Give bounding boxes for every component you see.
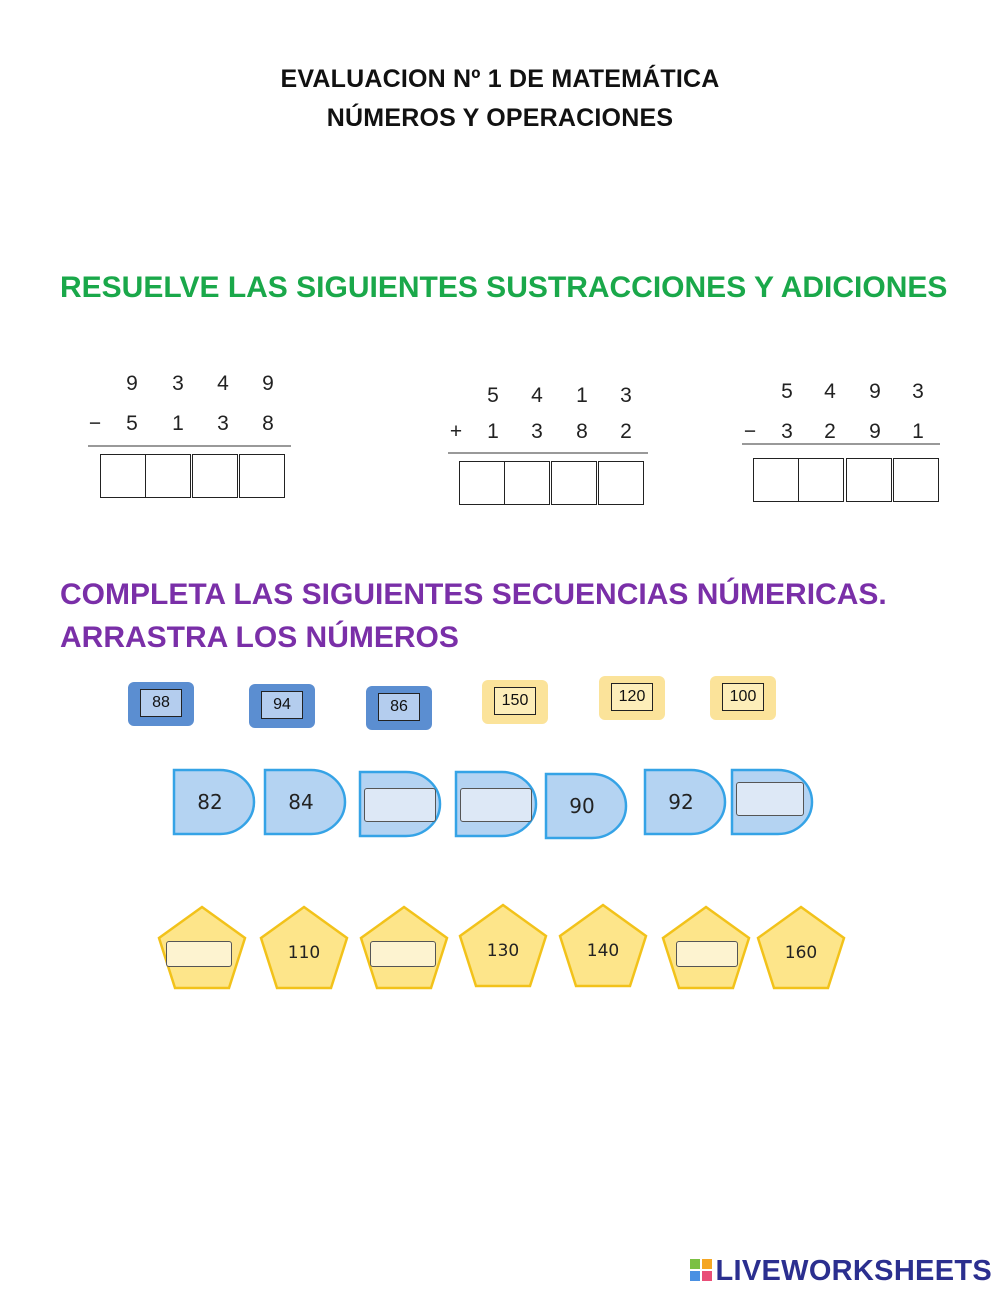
digit: 9 bbox=[869, 380, 881, 403]
answer-input[interactable] bbox=[100, 454, 146, 498]
drop-target[interactable] bbox=[166, 941, 232, 967]
answer-input[interactable] bbox=[753, 458, 799, 502]
digit: 4 bbox=[824, 380, 836, 403]
drag-chip[interactable]: 120 bbox=[599, 676, 665, 720]
sequence-yellow-item: 140 bbox=[557, 902, 649, 990]
sequence-value: 110 bbox=[287, 943, 321, 963]
drag-chip[interactable]: 150 bbox=[482, 680, 548, 724]
drag-chip[interactable]: 100 bbox=[710, 676, 776, 720]
chip-value: 100 bbox=[722, 683, 764, 711]
worksheet-subtitle: NÚMEROS Y OPERACIONES bbox=[326, 104, 674, 132]
pentagon-icon bbox=[458, 903, 548, 988]
drop-target[interactable] bbox=[370, 941, 436, 967]
digit: 9 bbox=[869, 420, 881, 443]
sequence-yellow-item: 160 bbox=[755, 904, 847, 992]
digit: 2 bbox=[620, 420, 632, 443]
section-heading-sequences: COMPLETA LAS SIGUIENTES SECUENCIAS NÚMER… bbox=[60, 578, 887, 611]
digit: 3 bbox=[217, 412, 229, 435]
sequence-blue-item bbox=[358, 770, 444, 838]
sequence-value: 92 bbox=[668, 790, 694, 814]
sequence-blue-item: 90 bbox=[544, 772, 630, 840]
digit: 1 bbox=[576, 384, 588, 407]
digit: 3 bbox=[172, 372, 184, 395]
drop-target[interactable] bbox=[364, 788, 436, 822]
operator-sign: − bbox=[743, 420, 757, 443]
answer-input[interactable] bbox=[846, 458, 892, 502]
answer-input[interactable] bbox=[598, 461, 644, 505]
digit: 1 bbox=[912, 420, 924, 443]
sequence-value: 90 bbox=[569, 794, 595, 818]
answer-input[interactable] bbox=[192, 454, 238, 498]
sequence-yellow-item bbox=[156, 904, 248, 992]
drop-target[interactable] bbox=[736, 782, 804, 816]
chip-value: 86 bbox=[378, 693, 420, 721]
worksheet-title: EVALUACION Nº 1 DE MATEMÁTICA bbox=[280, 65, 720, 93]
sequence-yellow-item: 110 bbox=[258, 904, 350, 992]
answer-input[interactable] bbox=[459, 461, 505, 505]
answer-input[interactable] bbox=[504, 461, 550, 505]
sequence-yellow-item bbox=[358, 904, 450, 992]
digit: 8 bbox=[576, 420, 588, 443]
operation-rule bbox=[88, 445, 291, 447]
pentagon-icon bbox=[259, 905, 349, 990]
chip-value: 88 bbox=[140, 689, 182, 717]
sequence-value: 140 bbox=[586, 941, 620, 961]
liveworksheets-logo: LIVEWORKSHEETS bbox=[689, 1255, 993, 1288]
digit: 9 bbox=[262, 372, 274, 395]
answer-input[interactable] bbox=[551, 461, 597, 505]
digit: 3 bbox=[912, 380, 924, 403]
d-shape-icon bbox=[643, 768, 727, 836]
pentagon-icon bbox=[558, 903, 648, 988]
sequence-value: 84 bbox=[288, 790, 314, 814]
section-heading-drag-instruction: ARRASTRA LOS NÚMEROS bbox=[60, 621, 459, 654]
digit: 3 bbox=[531, 420, 543, 443]
digit: 9 bbox=[126, 372, 138, 395]
digit: 8 bbox=[262, 412, 274, 435]
sequence-value: 160 bbox=[784, 943, 818, 963]
pentagon-icon bbox=[756, 905, 846, 990]
operation-rule bbox=[448, 452, 648, 454]
answer-input[interactable] bbox=[893, 458, 939, 502]
chip-value: 150 bbox=[494, 687, 536, 715]
digit: 4 bbox=[531, 384, 543, 407]
digit: 3 bbox=[781, 420, 793, 443]
digit: 4 bbox=[217, 372, 229, 395]
d-shape-icon bbox=[544, 772, 628, 840]
sequence-blue-item bbox=[730, 768, 816, 836]
drag-chip[interactable]: 86 bbox=[366, 686, 432, 730]
drag-chip[interactable]: 88 bbox=[128, 682, 194, 726]
digit: 2 bbox=[824, 420, 836, 443]
liveworksheets-icon bbox=[689, 1259, 712, 1281]
sequence-blue-item: 84 bbox=[263, 768, 349, 836]
sequence-value: 130 bbox=[486, 941, 520, 961]
digit: 5 bbox=[487, 384, 499, 407]
sequence-blue-item: 82 bbox=[172, 768, 258, 836]
sequence-blue-item: 92 bbox=[643, 768, 729, 836]
chip-value: 120 bbox=[611, 683, 653, 711]
answer-input[interactable] bbox=[145, 454, 191, 498]
drag-chip[interactable]: 94 bbox=[249, 684, 315, 728]
sequence-yellow-item bbox=[660, 904, 752, 992]
operator-sign: + bbox=[449, 420, 463, 443]
sequence-blue-item bbox=[454, 770, 540, 838]
digit: 1 bbox=[172, 412, 184, 435]
drop-target[interactable] bbox=[460, 788, 532, 822]
answer-input[interactable] bbox=[239, 454, 285, 498]
answer-input[interactable] bbox=[798, 458, 844, 502]
d-shape-icon bbox=[172, 768, 256, 836]
digit: 5 bbox=[781, 380, 793, 403]
d-shape-icon bbox=[263, 768, 347, 836]
section-heading-operations: RESUELVE LAS SIGUIENTES SUSTRACCIONES Y … bbox=[60, 271, 948, 304]
chip-value: 94 bbox=[261, 691, 303, 719]
operation-rule bbox=[742, 443, 940, 445]
sequence-yellow-item: 130 bbox=[457, 902, 549, 990]
digit: 5 bbox=[126, 412, 138, 435]
brand-text: LIVEWORKSHEETS bbox=[715, 1255, 992, 1287]
sequence-value: 82 bbox=[197, 790, 223, 814]
drop-target[interactable] bbox=[676, 941, 738, 967]
operator-sign: − bbox=[88, 412, 102, 435]
digit: 3 bbox=[620, 384, 632, 407]
digit: 1 bbox=[487, 420, 499, 443]
